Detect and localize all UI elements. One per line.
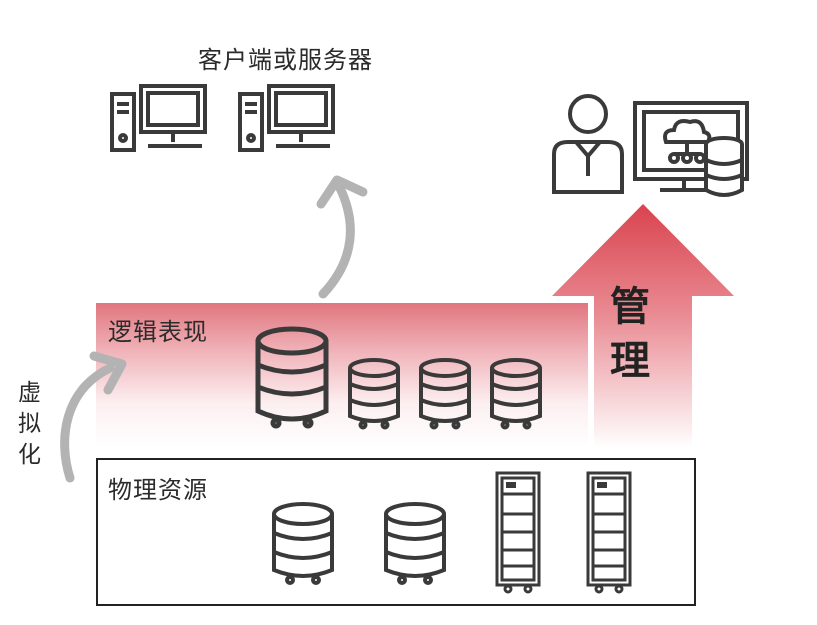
physical-resources-label: 物理资源 — [108, 476, 208, 504]
database-icon — [348, 358, 400, 430]
database-icon — [419, 358, 471, 430]
upward-curved-arrow-icon — [316, 175, 368, 299]
server-rack-icon — [495, 471, 541, 594]
logical-representation-label: 逻辑表现 — [108, 318, 208, 346]
database-icon — [384, 502, 446, 585]
desktop-computer-icon — [110, 84, 207, 152]
server-rack-icon — [586, 471, 632, 594]
desktop-computer-icon — [238, 84, 335, 152]
database-icon — [490, 358, 542, 430]
virtualization-label: 虚拟化 — [18, 380, 42, 468]
database-icon — [272, 502, 334, 585]
database-icon — [255, 326, 329, 429]
cloud-monitor-icon — [633, 101, 749, 197]
clients-or-servers-label: 客户端或服务器 — [198, 46, 373, 74]
admin-user-icon — [552, 94, 624, 194]
management-label: 管理 — [610, 284, 650, 384]
virtualization-curved-arrow-icon — [60, 351, 127, 483]
management-up-arrow-icon — [552, 204, 734, 448]
